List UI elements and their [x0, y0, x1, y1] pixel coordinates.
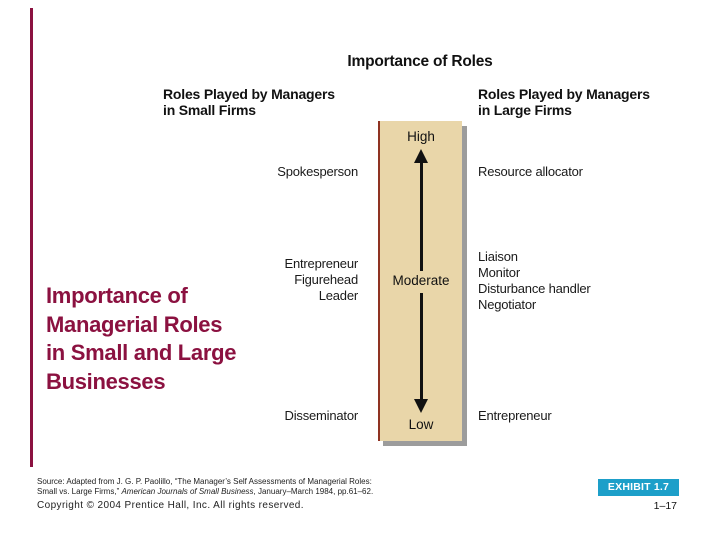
- source-citation: Source: Adapted from J. G. P. Paolillo, …: [37, 477, 467, 496]
- large-firms-column-header: Roles Played by Managers in Large Firms: [478, 86, 693, 118]
- headline-line4: Businesses: [46, 368, 166, 394]
- source-line1: Source: Adapted from J. G. P. Paolillo, …: [37, 477, 372, 486]
- slide-headline: Importance of Managerial Roles in Small …: [46, 282, 286, 396]
- small-firms-header-line2: in Small Firms: [163, 102, 256, 118]
- large-firms-role-cluster: Liaison Monitor Disturbance handler Nego…: [478, 249, 678, 313]
- arrow-shaft-top: [419, 161, 423, 271]
- scale-low-label: Low: [408, 417, 434, 432]
- small-firms-role-entrepreneur: Entrepreneur: [284, 256, 359, 271]
- source-line2-prefix: Small vs. Large Firms,”: [37, 486, 122, 496]
- diagram-title: Importance of Roles: [347, 53, 493, 70]
- small-firms-role-leader: Leader: [318, 288, 358, 303]
- exhibit-badge: EXHIBIT 1.7: [598, 479, 679, 496]
- scale-high-label: High: [407, 129, 435, 144]
- large-firms-role-entrepreneur: Entrepreneur: [478, 408, 552, 423]
- large-firms-role-liaison: Liaison: [478, 249, 518, 264]
- page-number: 1–17: [653, 500, 677, 512]
- small-firms-role-cluster: Entrepreneur Figurehead Leader: [180, 256, 359, 304]
- small-firms-role-disseminator: Disseminator: [284, 408, 359, 423]
- small-firms-header-line1: Roles Played by Managers: [163, 86, 335, 102]
- large-firms-header-line2: in Large Firms: [478, 102, 572, 118]
- small-firms-column-header: Roles Played by Managers in Small Firms: [163, 86, 378, 118]
- arrow-down-icon: [414, 399, 428, 413]
- small-firms-role-figurehead: Figurehead: [294, 272, 358, 287]
- copyright-notice: Copyright © 2004 Prentice Hall, Inc. All…: [37, 500, 304, 511]
- source-line2-suffix: , January–March 1984, pp.61–62.: [253, 486, 374, 496]
- source-journal-title: American Journals of Small Business: [121, 486, 254, 496]
- large-firms-role-monitor: Monitor: [478, 265, 520, 280]
- large-firms-header-line1: Roles Played by Managers: [478, 86, 650, 102]
- left-accent-rule: [30, 8, 33, 467]
- large-firms-role-negotiator: Negotiator: [478, 297, 536, 312]
- large-firms-role-resource-allocator: Resource allocator: [478, 164, 583, 179]
- small-firms-role-spokesperson: Spokesperson: [277, 164, 358, 179]
- arrow-up-icon: [414, 149, 428, 163]
- importance-scale-box: High Moderate Low: [378, 121, 462, 441]
- headline-line3: in Small and Large: [46, 340, 237, 365]
- source-line2: Small vs. Large Firms,” American Journal…: [37, 487, 467, 497]
- scale-moderate-label: Moderate: [380, 273, 462, 288]
- arrow-shaft-bottom: [419, 293, 423, 401]
- headline-line1: Importance of: [46, 283, 188, 308]
- large-firms-role-disturbance-handler: Disturbance handler: [478, 281, 591, 296]
- headline-line2: Managerial Roles: [46, 311, 223, 337]
